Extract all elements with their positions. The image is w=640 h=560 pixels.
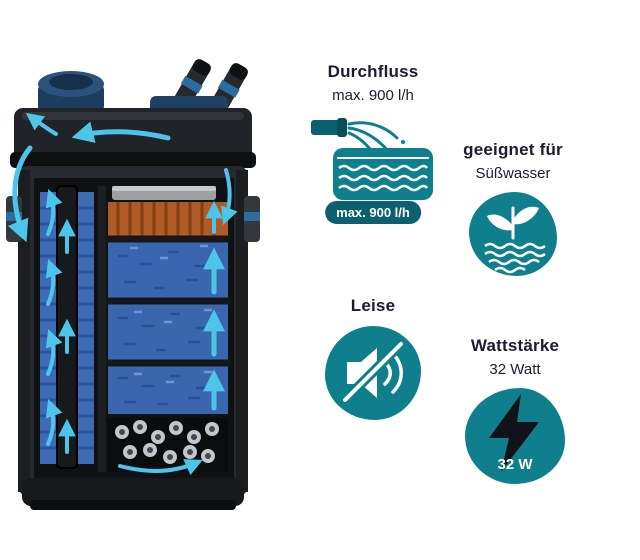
feature-title: Wattstärke (470, 336, 560, 355)
intake-cap (38, 71, 104, 112)
feature-value: max. 900 l/h (332, 87, 414, 104)
wattage-badge: 32 W (497, 456, 533, 473)
feature-durchfluss: Durchfluss max. 900 l/h max. 900 l/h (306, 62, 440, 224)
cutaway-interior (34, 178, 234, 478)
feature-title: geeignet für (463, 140, 563, 159)
freshwater-plant-icon (469, 192, 557, 276)
lightning-bolt-art (489, 394, 539, 472)
feature-leise: Leise (318, 296, 428, 420)
feature-wattstaerke: Wattstärke 32 Watt 32 W (450, 336, 580, 484)
base (22, 478, 244, 510)
muted-speaker-art (340, 339, 406, 405)
water-flow-tank-art (311, 118, 433, 200)
feature-value: Süßwasser (475, 165, 551, 182)
muted-speaker-icon (325, 326, 421, 420)
freshwater-plant-art (484, 206, 546, 274)
feature-value: 32 Watt (489, 361, 541, 378)
filter-cutaway-illustration (0, 0, 300, 560)
water-flow-arrows (7, 112, 238, 476)
lightning-bolt-icon: 32 W (465, 388, 565, 484)
filter-cutaway-art (6, 59, 260, 510)
feature-title: Leise (350, 296, 396, 315)
filter-head (10, 108, 256, 168)
feature-geeignet-fuer: geeignet für Süßwasser (448, 140, 578, 276)
water-flow-tank-icon: max. 900 l/h (311, 112, 435, 224)
flow-rate-badge: max. 900 l/h (325, 201, 421, 224)
feature-title: Durchfluss (327, 62, 419, 81)
